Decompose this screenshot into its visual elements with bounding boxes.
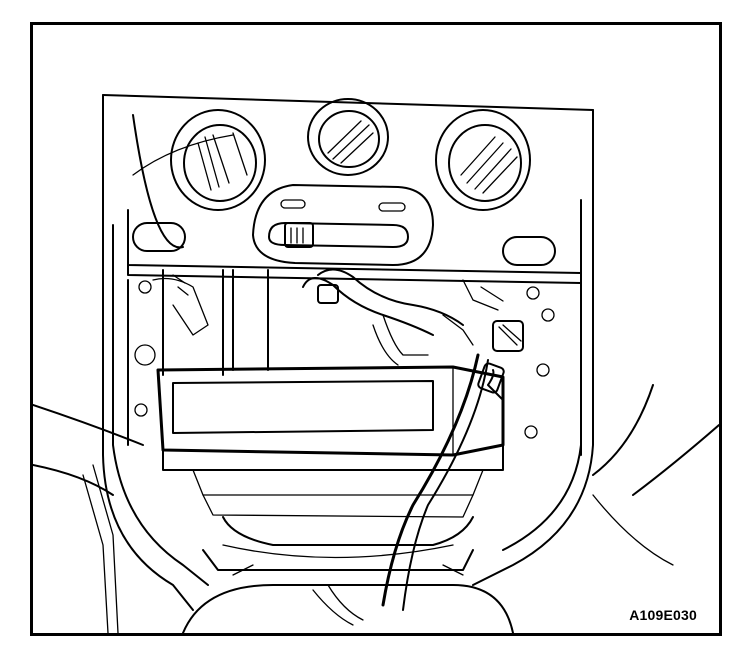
floor-console-edge bbox=[82, 464, 674, 633]
lower-storage-tray bbox=[182, 549, 514, 633]
center-console-illustration bbox=[33, 94, 719, 633]
climate-control-panel bbox=[127, 98, 582, 284]
right-vent-slot bbox=[502, 236, 556, 266]
radio-cavity bbox=[127, 269, 582, 456]
left-vent-slot bbox=[132, 222, 186, 252]
right-control-knob bbox=[435, 109, 531, 211]
wiring-harness bbox=[302, 268, 524, 366]
radio-housing-drawer bbox=[156, 365, 505, 559]
left-control-knob bbox=[170, 109, 266, 211]
air-slider-panel bbox=[252, 184, 434, 266]
figure-frame: A109E030 bbox=[30, 22, 722, 636]
figure-code-label: A109E030 bbox=[629, 607, 697, 623]
center-control-knob bbox=[307, 98, 389, 176]
